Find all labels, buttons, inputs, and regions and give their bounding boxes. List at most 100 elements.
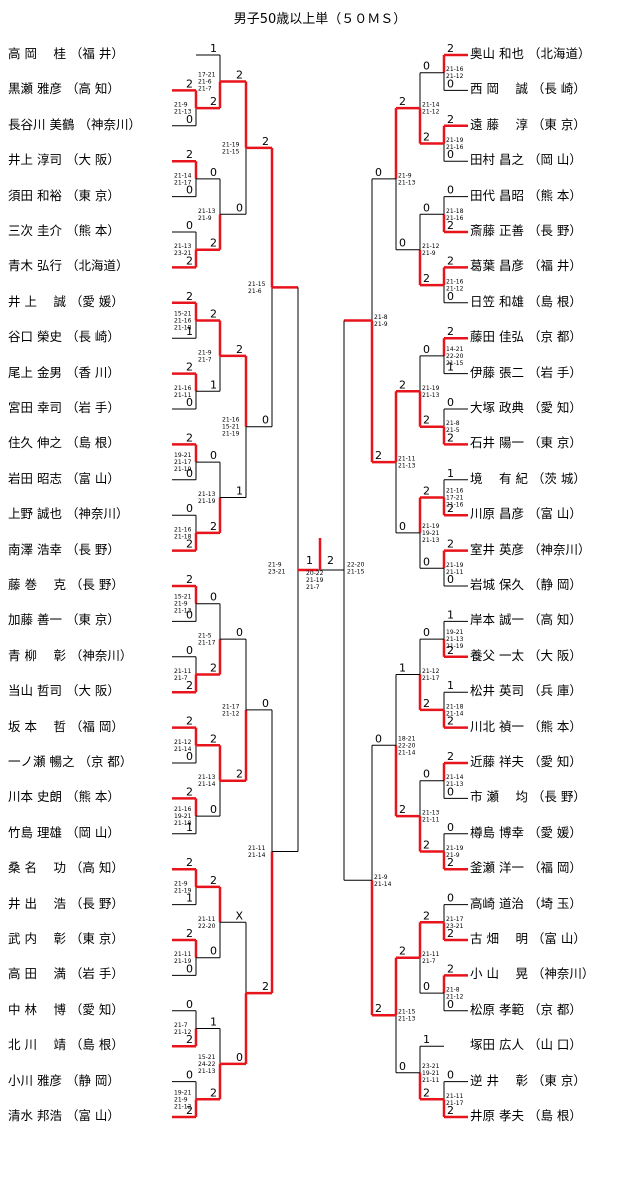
match-score: 0 xyxy=(447,892,454,905)
match-score: 2 xyxy=(447,325,454,338)
match-score: 2 xyxy=(447,538,454,551)
player-name: 井 出 浩 （長 野） xyxy=(8,895,124,911)
match-score: 2 xyxy=(423,414,430,427)
player-name: 加藤 善一 （東 京） xyxy=(8,612,120,628)
player-name: 川原 昌彦 （富 山） xyxy=(470,506,582,522)
final-score: 2 xyxy=(327,554,334,567)
match-score: 2 xyxy=(186,715,193,728)
match-score: 0 xyxy=(186,750,193,763)
player-name: 養父 一太 （大 阪） xyxy=(470,647,582,663)
player-name: 上野 誠也 （神奈川） xyxy=(8,506,129,522)
match-score: 2 xyxy=(399,803,406,816)
match-score: 2 xyxy=(186,1033,193,1046)
match-score: 1 xyxy=(423,1033,430,1046)
match-score: 0 xyxy=(210,803,217,816)
match-score: 0 xyxy=(423,768,430,781)
match-score: 2 xyxy=(447,42,454,55)
match-score: 2 xyxy=(423,1086,430,1099)
match-score: 2 xyxy=(186,431,193,444)
player-name: 南澤 浩幸 （長 野） xyxy=(8,541,120,557)
match-score: 0 xyxy=(210,166,217,179)
match-score: 1 xyxy=(210,1016,217,1029)
player-name: 室井 英彦 （神奈川） xyxy=(470,541,591,557)
player-name: 西 岡 誠 （長 崎） xyxy=(470,81,586,97)
match-score: 0 xyxy=(423,626,430,639)
player-name: 井上 淳司 （大 阪） xyxy=(8,152,120,168)
player-name: 境 有 紀 （茨 城） xyxy=(470,470,586,486)
match-score: 2 xyxy=(236,343,243,356)
player-name: 竹島 理雄 （岡 山） xyxy=(8,824,120,840)
match-score: 0 xyxy=(423,60,430,73)
match-score: 0 xyxy=(447,148,454,161)
match-score: 0 xyxy=(375,166,382,179)
player-name: 葛葉 昌彦 （福 井） xyxy=(470,258,582,274)
match-score: 0 xyxy=(210,591,217,604)
match-score: 0 xyxy=(375,732,382,745)
match-score: 2 xyxy=(210,874,217,887)
match-score: 1 xyxy=(447,467,454,480)
page-title: 男子50歳以上単（５０ＭＳ） xyxy=(233,12,407,27)
match-score: 1 xyxy=(447,361,454,374)
match-score: 2 xyxy=(210,237,217,250)
match-score: 2 xyxy=(186,785,193,798)
player-name: 藤 巻 克 （長 野） xyxy=(8,577,124,592)
player-name: 三次 圭介 （熊 本） xyxy=(8,223,120,238)
match-score: 2 xyxy=(186,856,193,869)
match-score: 2 xyxy=(236,768,243,781)
player-name: 奥山 和也 （北海道） xyxy=(470,46,591,61)
match-score: 2 xyxy=(236,69,243,82)
match-score: 0 xyxy=(210,449,217,462)
match-score: 0 xyxy=(447,1069,454,1082)
player-name: 黒瀬 雅彦 （高 知） xyxy=(8,81,120,97)
player-name: 坂 本 哲 （福 岡） xyxy=(8,718,124,734)
match-score: 2 xyxy=(447,219,454,232)
match-score: 0 xyxy=(447,573,454,586)
match-score: 1 xyxy=(447,608,454,621)
match-score: 0 xyxy=(186,219,193,232)
match-score: 2 xyxy=(186,679,193,692)
player-name: 高崎 道治 （埼 玉） xyxy=(470,895,582,911)
match-score: 0 xyxy=(236,1051,243,1064)
match-score: 2 xyxy=(262,980,269,993)
player-name: 塚田 広人 （山 口） xyxy=(470,1037,582,1053)
match-score: 0 xyxy=(210,945,217,958)
match-score: 2 xyxy=(186,148,193,161)
match-score: 2 xyxy=(423,697,430,710)
player-name: 須田 和裕 （東 京） xyxy=(8,187,120,203)
match-score: 2 xyxy=(186,77,193,90)
player-name: 住久 伸之 （島 根） xyxy=(8,435,120,451)
match-score: 0 xyxy=(423,980,430,993)
match-score: 2 xyxy=(423,131,430,144)
player-name: 一ノ瀬 暢之 （京 都） xyxy=(8,754,133,769)
player-name: 宮田 幸司 （岩 手） xyxy=(8,400,120,415)
match-score: 2 xyxy=(447,927,454,940)
match-score: 2 xyxy=(399,945,406,958)
player-name: 川北 禎一 （熊 本） xyxy=(470,718,582,734)
player-name: 当山 哲司 （大 阪） xyxy=(8,683,120,699)
player-name: 大塚 政典 （愛 知） xyxy=(470,400,582,415)
match-score: 1 xyxy=(236,485,243,498)
match-score: 2 xyxy=(210,308,217,321)
